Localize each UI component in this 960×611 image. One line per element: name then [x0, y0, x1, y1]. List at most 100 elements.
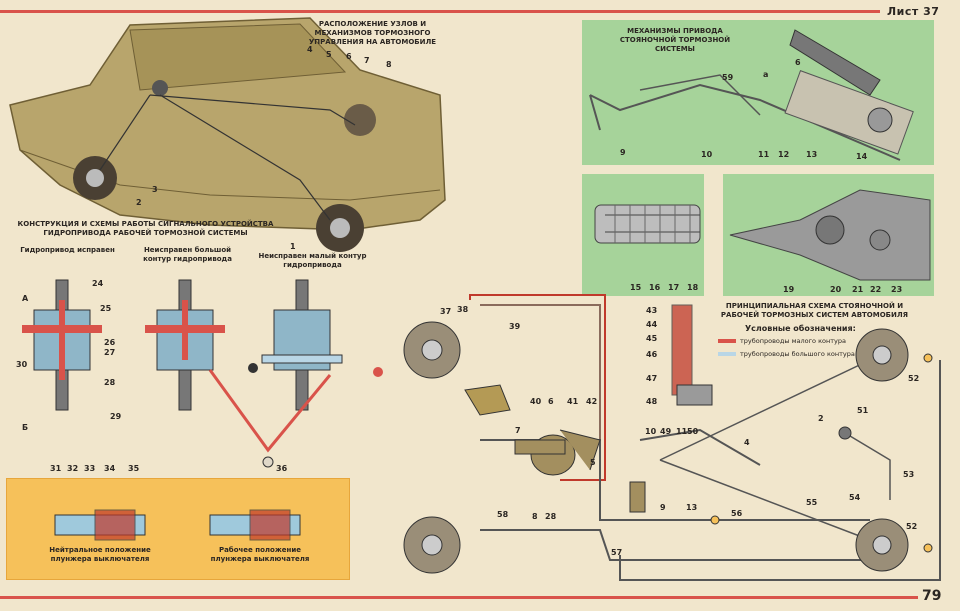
part-label: 27 — [104, 348, 116, 357]
parking-mechanism-drawing — [589, 29, 914, 161]
part-label: 39 — [509, 322, 521, 331]
caption-state-big-fault: Неисправен большой контур гидропривода — [143, 246, 232, 263]
caption-principal-scheme: ПРИНЦИПИАЛЬНАЯ СХЕМА СТОЯНОЧНОЙ И РАБОЧЕ… — [720, 302, 909, 319]
part-label: 51 — [857, 406, 869, 415]
part-label: 1 — [290, 242, 296, 251]
part-label: 14 — [856, 152, 868, 161]
part-label: 9 — [660, 503, 666, 512]
part-label: 24 — [92, 279, 104, 288]
part-label: 18 — [687, 283, 699, 292]
part-label: 35 — [128, 464, 140, 473]
part-label: 6 — [346, 52, 352, 61]
part-label: 4 — [744, 438, 750, 447]
part-label: 2 — [136, 198, 142, 207]
part-label: 52 — [908, 374, 920, 383]
bottom-rule — [0, 596, 918, 599]
top-rule — [0, 10, 880, 13]
part-label: 6 — [795, 58, 801, 67]
signal-device-states — [22, 279, 383, 468]
part-label: Б — [22, 423, 29, 432]
part-label: 3 — [152, 185, 158, 194]
part-label: 46 — [646, 350, 658, 359]
cable-detail-drawing — [594, 204, 701, 244]
part-label: 43 — [646, 306, 658, 315]
part-label: 15 — [630, 283, 642, 292]
legend-item-small-circuit: трубопроводы малого контура — [718, 337, 846, 345]
part-label: 57 — [611, 548, 623, 557]
part-label: 13 — [806, 150, 818, 159]
part-label: 45 — [646, 334, 658, 343]
part-label: 5 — [326, 50, 332, 59]
part-label: 29 — [110, 412, 122, 421]
part-label: 21 — [852, 285, 864, 294]
switch-drawings — [54, 509, 301, 541]
part-label: 47 — [646, 374, 658, 383]
caption-state-small-fault: Неисправен малый контур гидропривода — [258, 252, 367, 269]
part-label: 37 — [440, 307, 452, 316]
part-label: 2 — [818, 414, 824, 423]
caption-state-ok: Гидропривод исправен — [20, 246, 115, 254]
part-label: a — [763, 70, 769, 79]
part-label: 25 — [100, 304, 112, 313]
part-label: 23 — [891, 285, 903, 294]
caption-car-layout: РАСПОЛОЖЕНИЕ УЗЛОВ И МЕХАНИЗМОВ ТОРМОЗНО… — [308, 20, 437, 46]
part-label: 40 — [530, 397, 542, 406]
part-label: 17 — [668, 283, 680, 292]
part-label: 58 — [497, 510, 509, 519]
part-label: 34 — [104, 464, 116, 473]
page-number: 79 — [922, 588, 942, 604]
part-label: 30 — [16, 360, 28, 369]
caption-working-position: Рабочее положение плунжера выключателя — [210, 546, 310, 563]
part-label: 55 — [806, 498, 818, 507]
part-label: A — [22, 294, 29, 303]
part-label: 22 — [870, 285, 882, 294]
part-label: 28 — [545, 512, 557, 521]
caption-neutral-position: Нейтральное положение плунжера выключате… — [49, 546, 151, 563]
part-label: 9 — [620, 148, 626, 157]
part-label: 36 — [276, 464, 288, 473]
part-label: 53 — [903, 470, 915, 479]
part-label: 56 — [731, 509, 743, 518]
caption-signal-device: КОНСТРУКЦИЯ И СХЕМЫ РАБОТЫ СИГНАЛЬНОГО У… — [17, 220, 274, 237]
part-label: 33 — [84, 464, 96, 473]
part-label: 8 — [532, 512, 538, 521]
part-label: 11 — [758, 150, 770, 159]
legend-title: Условные обозначения: — [745, 324, 856, 333]
part-label: 54 — [849, 493, 861, 502]
legend-swatch-red — [718, 339, 736, 343]
part-label: 12 — [778, 150, 790, 159]
scheme-components — [403, 304, 933, 574]
caption-parking-mechanisms: МЕХАНИЗМЫ ПРИВОДА СТОЯНОЧНОЙ ТОРМОЗНОЙ С… — [619, 27, 731, 53]
part-label: 26 — [104, 338, 116, 347]
part-label: 31 — [50, 464, 62, 473]
part-label: 6 — [548, 397, 554, 406]
legend-item-big-circuit: трубопроводы большого контура — [718, 350, 855, 358]
part-label: 42 — [586, 397, 598, 406]
part-label: 4 — [307, 45, 313, 54]
part-label: 32 — [67, 464, 79, 473]
part-label: 41 — [567, 397, 579, 406]
part-label: 50 — [687, 427, 699, 436]
lever-detail-drawing — [729, 189, 931, 281]
part-label: 10 — [645, 427, 657, 436]
scheme-pipes — [469, 294, 941, 581]
part-label: 20 — [830, 285, 842, 294]
part-label: 48 — [646, 397, 658, 406]
part-label: 7 — [364, 56, 370, 65]
legend-swatch-blue — [718, 352, 736, 356]
legend-label: трубопроводы малого контура — [740, 337, 846, 345]
part-label: 16 — [649, 283, 661, 292]
legend-label: трубопроводы большого контура — [740, 350, 855, 358]
part-label: 19 — [783, 285, 795, 294]
part-label: 52 — [906, 522, 918, 531]
part-label: 10 — [701, 150, 713, 159]
part-label: 5 — [590, 458, 596, 467]
part-label: 13 — [686, 503, 698, 512]
part-label: 11 — [676, 427, 688, 436]
part-label: 7 — [515, 426, 521, 435]
car-body — [9, 17, 446, 252]
part-label: 28 — [104, 378, 116, 387]
sheet-label: Лист 37 — [887, 5, 940, 18]
part-label: 59 — [722, 73, 734, 82]
